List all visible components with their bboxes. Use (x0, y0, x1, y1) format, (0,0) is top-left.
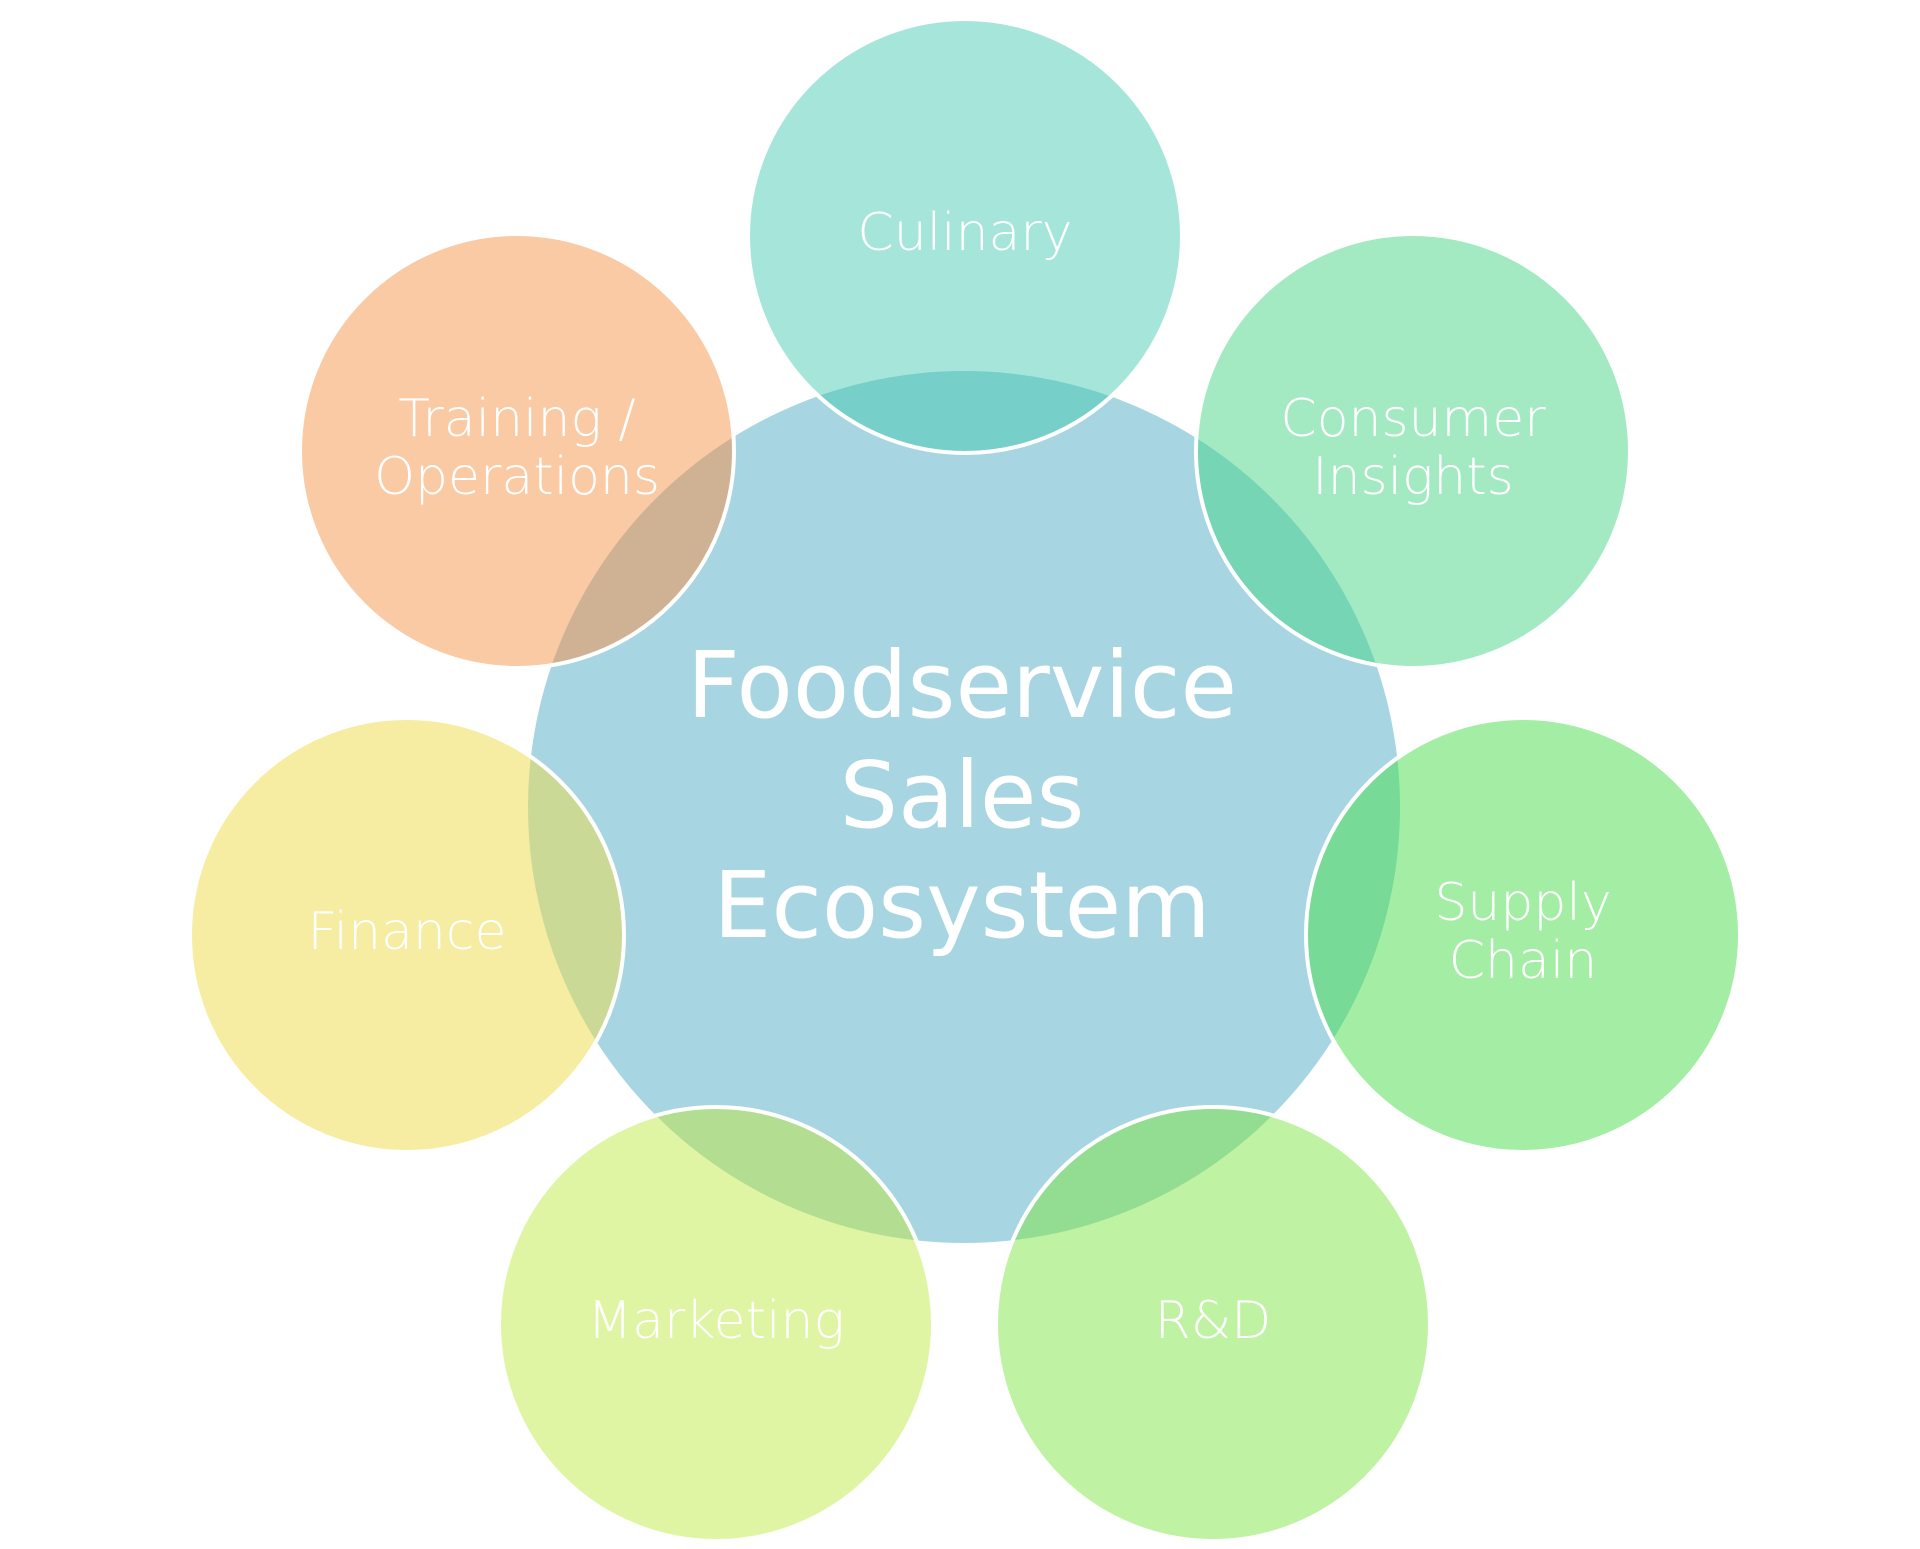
label-supply-chain-line-2: Chain (1449, 931, 1598, 991)
outline-marketing (497, 1105, 935, 1543)
label-marketing: Marketing (587, 1291, 844, 1351)
label-r-and-d: R&D (1155, 1291, 1272, 1351)
outline-supply-chain (1304, 716, 1742, 1154)
circle-finance (190, 718, 624, 1152)
outline-r-and-d (994, 1105, 1432, 1543)
center-title-line-2: Sales (840, 742, 1085, 849)
circle-supply-chain (1306, 718, 1740, 1152)
label-training-operations-line-1: Training / (398, 389, 635, 449)
center-title-line-3: Ecosystem (713, 852, 1211, 959)
label-culinary-line-1: Culinary (857, 203, 1072, 263)
label-consumer-insights-line-2: Insights (1312, 447, 1513, 507)
label-supply-chain-line-1: Supply (1434, 873, 1611, 933)
label-r-and-d-line-1: R&D (1155, 1291, 1272, 1351)
label-consumer-insights-line-1: Consumer (1280, 389, 1546, 449)
overlap-consumer-insights (1196, 371, 1400, 668)
outline-finance (188, 716, 626, 1154)
label-training-operations: Training /Operations (374, 389, 660, 507)
circle-culinary (748, 19, 1182, 453)
outline-consumer-insights (1194, 232, 1632, 670)
label-training-operations-line-2: Operations (374, 447, 660, 507)
center-title-line-1: Foodservice (687, 632, 1237, 739)
outline-culinary (746, 17, 1184, 455)
outline-training-operations (298, 232, 736, 670)
label-finance: Finance (308, 902, 507, 962)
center-circle (528, 371, 1400, 1243)
label-culinary: Culinary (857, 203, 1072, 263)
label-marketing-line-1: Marketing (587, 1291, 844, 1351)
overlap-training-operations (528, 371, 734, 668)
label-finance-line-1: Finance (308, 902, 507, 962)
